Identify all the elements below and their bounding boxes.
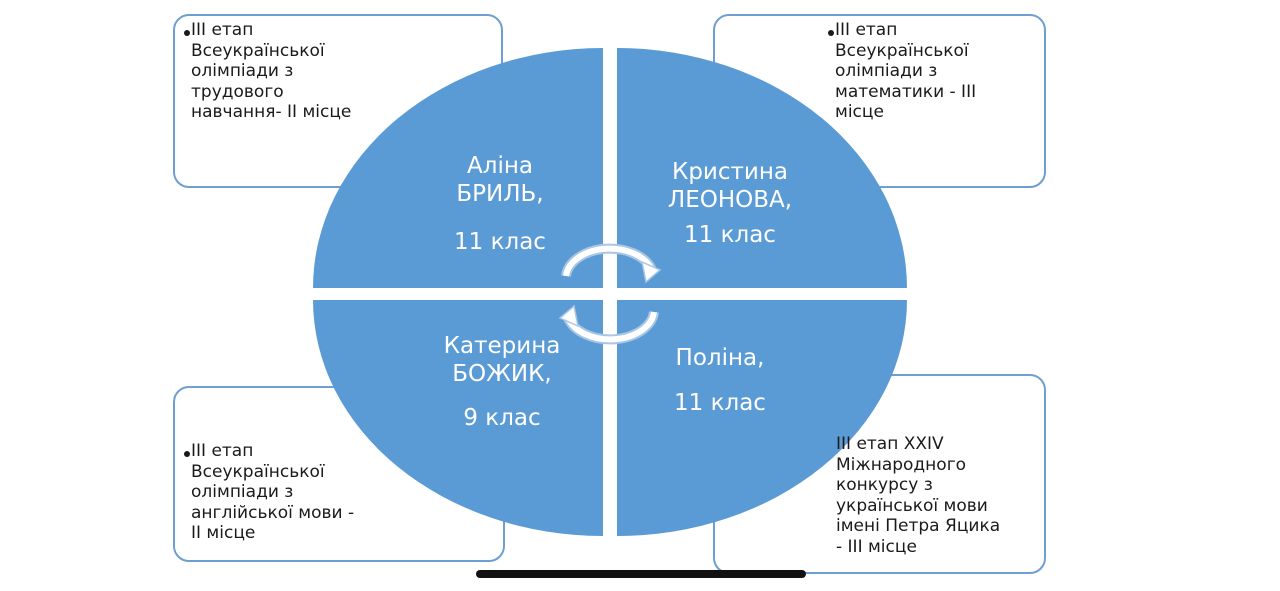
achievement-text-bottom-left: ІІІ етап Всеукраїнської олімпіади з англ… (191, 441, 355, 543)
bullet-icon (184, 451, 190, 457)
bullet-icon (184, 30, 190, 36)
quadrant-top-left (313, 48, 603, 288)
student-name-top-left: Аліна БРИЛЬ, (456, 153, 544, 207)
achievement-text-top-right: ІІІ етап Всеукраїнської олімпіади з мате… (835, 20, 977, 122)
achievement-text-top-left: ІІІ етап Всеукраїнської олімпіади з труд… (191, 20, 352, 122)
student-name-bottom-left: Катерина БОЖИК, (443, 333, 561, 387)
student-grade-bottom-right: 11 клас (674, 390, 766, 416)
student-name-bottom-right: Поліна, (675, 345, 765, 371)
bullet-icon (828, 30, 834, 36)
quadrant-bottom-left (313, 300, 603, 536)
circular-arrows-icon (558, 243, 662, 345)
student-grade-top-left: 11 клас (454, 229, 546, 255)
home-indicator-bar[interactable] (476, 570, 806, 578)
achievement-text-bottom-right: ІІІ етап ХХІV Міжнародного конкурсу з ук… (836, 434, 1001, 557)
student-grade-top-right: 11 клас (684, 222, 776, 248)
quadrant-bottom-right (617, 300, 907, 536)
quadrant-top-right (617, 48, 907, 288)
student-name-top-right: Кристина ЛЕОНОВА, (667, 159, 793, 213)
student-grade-bottom-left: 9 клас (463, 405, 541, 431)
